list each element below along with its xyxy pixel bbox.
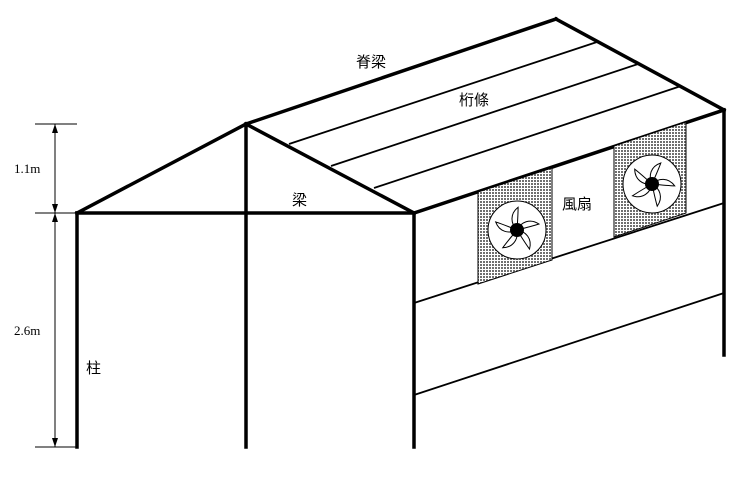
fan-icon [487,200,547,260]
fan-icon [622,154,682,214]
purlins [288,41,682,189]
fan-2 [613,121,687,238]
dimensions [35,123,77,448]
fan-1 [477,167,553,285]
label-dim-roof: 1.1m [14,161,40,176]
label-beam: 梁 [292,191,307,209]
label-ridge-beam: 脊梁 [356,53,386,71]
wall-rails [413,202,725,396]
label-fan: 風扇 [562,195,592,213]
label-column: 柱 [86,359,101,377]
label-dim-wall: 2.6m [14,323,40,338]
ridge-beam [243,16,559,127]
frame [74,16,727,449]
label-purlin: 桁條 [459,91,489,109]
